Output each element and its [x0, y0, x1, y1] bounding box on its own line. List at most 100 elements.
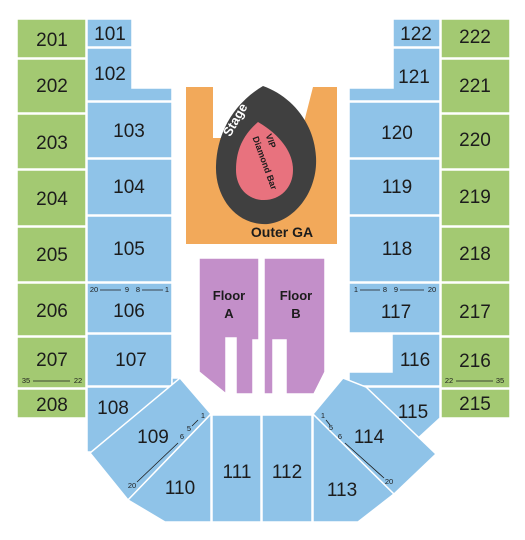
section-107[interactable]	[86, 333, 173, 387]
floor-sections: Floor A Floor B	[198, 257, 326, 396]
section-111[interactable]	[211, 414, 262, 523]
row-number: 5	[329, 423, 333, 432]
section-220[interactable]	[440, 113, 511, 170]
row-line	[191, 419, 199, 427]
section-102[interactable]	[86, 47, 173, 102]
section-label: 101	[94, 24, 126, 45]
upper-level-right	[440, 18, 511, 419]
section-103[interactable]	[86, 101, 173, 159]
floor-a-letter: A	[224, 306, 234, 321]
section-label: 104	[113, 177, 145, 198]
section-206[interactable]	[16, 282, 87, 337]
section-120[interactable]	[348, 101, 441, 159]
row-number: 1	[354, 285, 358, 294]
section-floor-a[interactable]	[198, 257, 260, 396]
section-label: 112	[272, 462, 302, 483]
section-label: 219	[459, 187, 491, 208]
upper-right-labels: 222 221 220 219 218 217 216 215	[459, 27, 491, 415]
row-number: 8	[136, 285, 140, 294]
section-label: 206	[36, 301, 68, 322]
section-floor-b[interactable]	[263, 257, 326, 395]
section-label: 208	[36, 395, 68, 416]
section-label: 114	[354, 427, 385, 448]
row-number: 1	[321, 411, 325, 420]
section-204[interactable]	[16, 169, 87, 227]
row-markers: 20 9 8 1 1 8 9 20 35 22 22 35 1 5 6 20 1…	[22, 285, 504, 490]
section-218[interactable]	[440, 226, 511, 283]
section-101[interactable]	[86, 18, 133, 48]
row-number: 6	[338, 432, 342, 441]
section-112[interactable]	[261, 414, 313, 523]
section-217[interactable]	[440, 282, 511, 337]
row-number: 22	[74, 376, 82, 385]
upper-left-labels: 201 202 203 204 205 206 207 208	[36, 30, 68, 416]
outer-ga-label: Outer GA	[251, 224, 313, 240]
section-label: 111	[223, 462, 252, 483]
section-114[interactable]	[311, 377, 438, 496]
row-number: 5	[187, 424, 191, 433]
section-104[interactable]	[86, 158, 173, 216]
section-label: 204	[36, 189, 68, 210]
section-label: 103	[113, 121, 145, 142]
section-207[interactable]	[16, 336, 87, 389]
row-line	[344, 442, 385, 479]
section-label: 121	[398, 67, 430, 88]
row-number: 9	[394, 285, 398, 294]
section-110[interactable]	[126, 412, 212, 523]
bottom-labels: 109 110 111 112 113 114	[137, 427, 384, 501]
vip-diamond-bar[interactable]	[236, 122, 293, 200]
section-label: 203	[36, 133, 68, 154]
section-label: 221	[459, 76, 491, 97]
section-202[interactable]	[16, 58, 87, 114]
section-121[interactable]	[348, 47, 441, 102]
row-number: 20	[385, 477, 393, 486]
section-216[interactable]	[440, 336, 511, 389]
section-221[interactable]	[440, 58, 511, 114]
lower-level-bottom	[88, 376, 438, 523]
section-label: 222	[459, 27, 491, 48]
section-label: 108	[97, 398, 129, 419]
section-label: 120	[381, 123, 413, 144]
section-215[interactable]	[440, 388, 511, 419]
section-201[interactable]	[16, 18, 87, 59]
lower-left-labels: 101 102 103 104 105 106 107 108	[94, 24, 147, 419]
section-118[interactable]	[348, 215, 441, 283]
row-number: 20	[128, 481, 136, 490]
section-219[interactable]	[440, 169, 511, 227]
section-label: 217	[459, 302, 491, 323]
section-label: 109	[137, 427, 169, 448]
vip-label: VIP	[264, 132, 278, 149]
lower-level-right	[348, 18, 441, 454]
row-line	[136, 442, 179, 483]
stage-area: Stage VIP Diamond Bar	[215, 86, 317, 225]
section-label: 116	[400, 350, 430, 371]
section-106[interactable]	[86, 282, 173, 334]
row-number: 20	[428, 285, 436, 294]
section-label: 113	[327, 480, 357, 501]
section-label: 201	[36, 30, 68, 51]
floor-b-letter: B	[291, 306, 300, 321]
section-203[interactable]	[16, 113, 87, 170]
section-122[interactable]	[392, 18, 441, 48]
section-label: 202	[36, 76, 68, 97]
section-label: 122	[400, 24, 432, 45]
section-label: 115	[398, 402, 428, 423]
section-205[interactable]	[16, 226, 87, 283]
section-label: 216	[459, 351, 491, 372]
section-105[interactable]	[86, 215, 173, 283]
lower-right-labels: 122 121 120 119 118 117 116 115	[381, 24, 432, 423]
section-117[interactable]	[348, 282, 441, 334]
row-number: 1	[201, 411, 205, 420]
section-label: 215	[459, 394, 491, 415]
section-label: 105	[113, 239, 145, 260]
upper-level-left	[16, 18, 87, 419]
row-number: 20	[90, 285, 98, 294]
section-208[interactable]	[16, 388, 87, 419]
section-label: 220	[459, 130, 491, 151]
section-119[interactable]	[348, 158, 441, 216]
row-number: 35	[496, 376, 504, 385]
floor-a-label: Floor	[213, 288, 246, 303]
section-222[interactable]	[440, 18, 511, 59]
section-label: 106	[113, 301, 145, 322]
